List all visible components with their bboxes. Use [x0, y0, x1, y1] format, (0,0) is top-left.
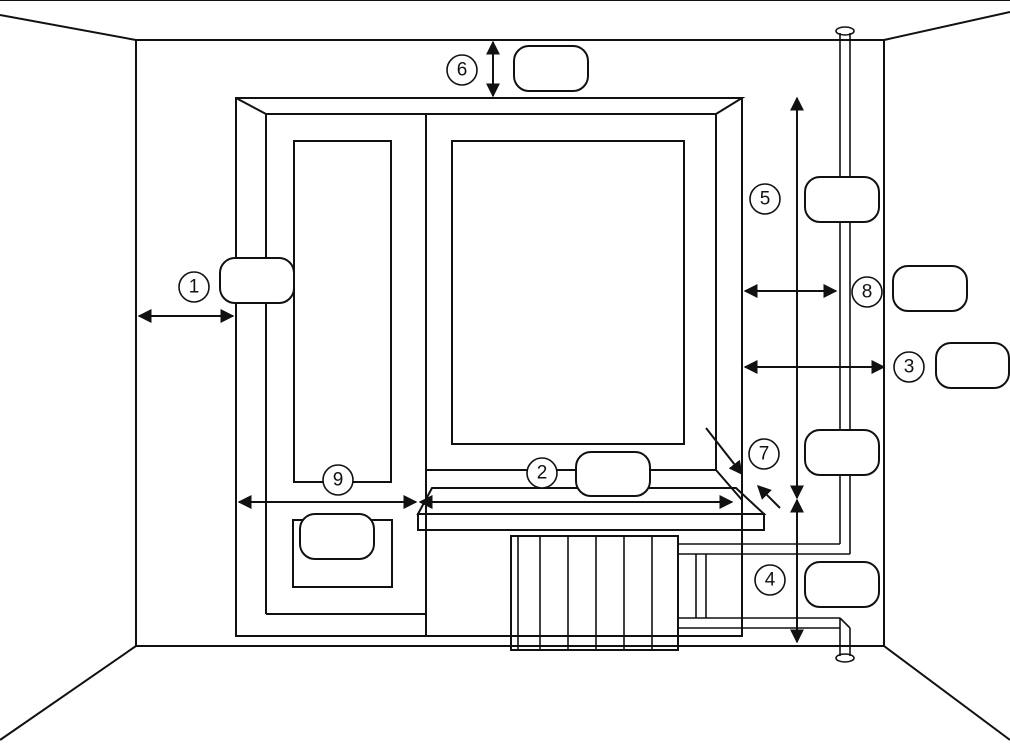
value-box-7 — [804, 429, 880, 476]
callout-5: 5 — [749, 183, 781, 215]
ceiling-edge-left — [0, 14, 137, 41]
svg-text:9: 9 — [333, 470, 344, 491]
ceiling-edge-right — [883, 11, 1010, 41]
value-box-9 — [299, 513, 375, 560]
svg-text:5: 5 — [760, 189, 771, 210]
svg-text:7: 7 — [759, 444, 770, 465]
svg-text:8: 8 — [862, 282, 873, 303]
pipe-top-collar — [835, 26, 855, 36]
door-glass-panel — [293, 140, 392, 483]
value-box-8 — [892, 265, 968, 312]
top-reveal — [235, 97, 746, 115]
window-glass-panel — [451, 140, 685, 445]
svg-text:4: 4 — [765, 570, 776, 591]
dimension-arrows — [137, 40, 886, 644]
callout-3: 3 — [893, 351, 925, 383]
svg-text:1: 1 — [189, 277, 200, 298]
arrow-7-lower — [757, 485, 781, 509]
value-box-6 — [513, 45, 589, 92]
floor-edge-left — [0, 645, 137, 741]
value-boxes — [219, 45, 1010, 608]
value-box-4 — [804, 561, 880, 608]
pipe-bottom-collar — [835, 653, 855, 663]
radiator-body — [510, 535, 679, 651]
callout-7: 7 — [748, 438, 780, 470]
callout-4: 4 — [754, 564, 786, 596]
arrow-7-upper — [705, 427, 743, 476]
value-box-5 — [804, 176, 880, 223]
callout-2: 2 — [526, 457, 558, 489]
windowsill-front — [417, 513, 765, 531]
callout-6: 6 — [446, 54, 478, 86]
svg-text:2: 2 — [537, 463, 548, 484]
radiator — [510, 535, 679, 651]
value-box-2 — [575, 451, 651, 497]
svg-text:3: 3 — [904, 357, 915, 378]
callout-9: 9 — [322, 464, 354, 496]
svg-text:6: 6 — [457, 60, 468, 81]
value-box-1 — [219, 257, 295, 304]
callout-8: 8 — [851, 276, 883, 308]
callout-1: 1 — [178, 271, 210, 303]
floor-edge-right — [883, 645, 1010, 741]
numbered-callouts: 1 2 3 4 5 6 7 8 9 — [178, 54, 925, 596]
right-reveal-diagonal — [715, 469, 743, 501]
value-box-3 — [935, 342, 1010, 389]
